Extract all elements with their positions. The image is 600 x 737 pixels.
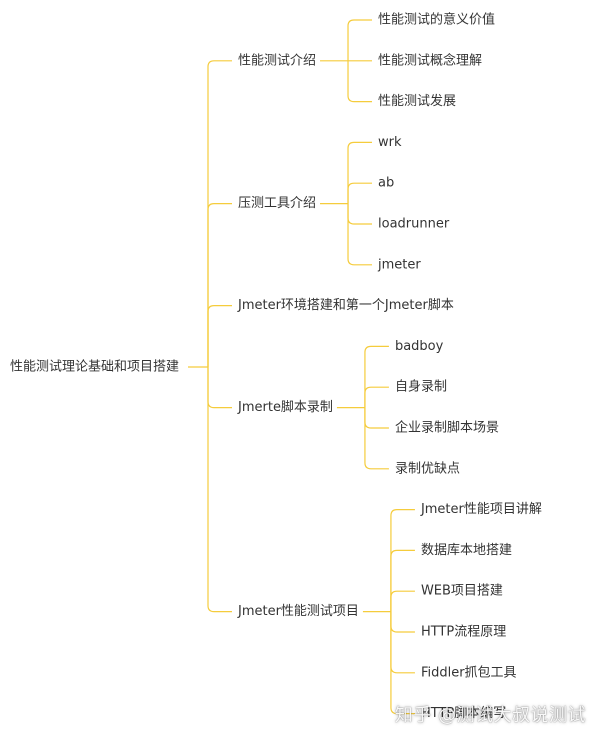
- leaf-node: Fiddler抓包工具: [421, 665, 517, 680]
- leaf-node: WEB项目搭建: [421, 583, 503, 599]
- mindmap-edges: [188, 19, 415, 715]
- edge-3-3: [364, 407, 389, 470]
- leaf-node: 性能测试发展: [378, 93, 456, 109]
- leaf-node: HTTP脚本编写: [421, 705, 506, 721]
- edge-0-0: [347, 19, 373, 61]
- leaf-node: badboy: [395, 339, 444, 354]
- leaf-node: 性能测试概念理解: [378, 52, 482, 68]
- branch-node: Jmerte脚本录制: [237, 399, 333, 415]
- leaf-node: HTTP流程原理: [421, 625, 506, 640]
- leaf-node: ab: [378, 176, 394, 191]
- edge-4-0: [390, 509, 415, 612]
- leaf-node: wrk: [378, 135, 402, 150]
- leaf-node: 性能测试的意义价值: [378, 12, 495, 28]
- leaf-node: 录制优缺点: [395, 461, 460, 476]
- edge-root-to-2: [207, 305, 232, 367]
- edge-root-to-1: [207, 203, 232, 367]
- edge-1-3: [347, 203, 373, 266]
- edge-root-to-3: [207, 367, 232, 409]
- edge-1-1: [347, 182, 373, 204]
- edge-4-3: [390, 611, 415, 633]
- edge-4-1: [390, 549, 415, 612]
- branch-node: 压测工具介绍: [238, 196, 316, 211]
- mindmap-nodes: 性能测试理论基础和项目搭建 性能测试介绍 性能测试的意义价值性能测试概念理解性能测试…: [10, 12, 542, 722]
- leaf-node: 企业录制脚本场景: [395, 420, 499, 436]
- root-node: 性能测试理论基础和项目搭建: [10, 359, 179, 375]
- branch-node: Jmeter性能测试项目: [237, 604, 359, 619]
- leaf-node: loadrunner: [378, 217, 450, 232]
- leaf-node: 数据库本地搭建: [421, 542, 512, 558]
- leaf-node: 自身录制: [395, 379, 447, 395]
- leaf-node: Jmeter性能项目讲解: [420, 502, 542, 517]
- branch-node: 性能测试介绍: [238, 53, 316, 68]
- edge-root-to-0: [207, 60, 232, 367]
- edge-4-2: [390, 590, 415, 612]
- edge-1-2: [347, 203, 373, 225]
- edge-3-0: [364, 345, 389, 408]
- edge-4-4: [390, 611, 415, 674]
- edge-0-2: [347, 60, 373, 103]
- edge-3-2: [364, 407, 389, 429]
- edge-4-5: [390, 611, 415, 715]
- edge-1-0: [347, 141, 373, 204]
- edge-root-to-4: [207, 367, 232, 613]
- branch-node: Jmeter环境搭建和第一个Jmeter脚本: [237, 297, 454, 313]
- watermark: 知乎 @测试大叔说测试: [394, 705, 586, 726]
- edge-3-1: [364, 386, 389, 408]
- leaf-node: jmeter: [377, 257, 421, 272]
